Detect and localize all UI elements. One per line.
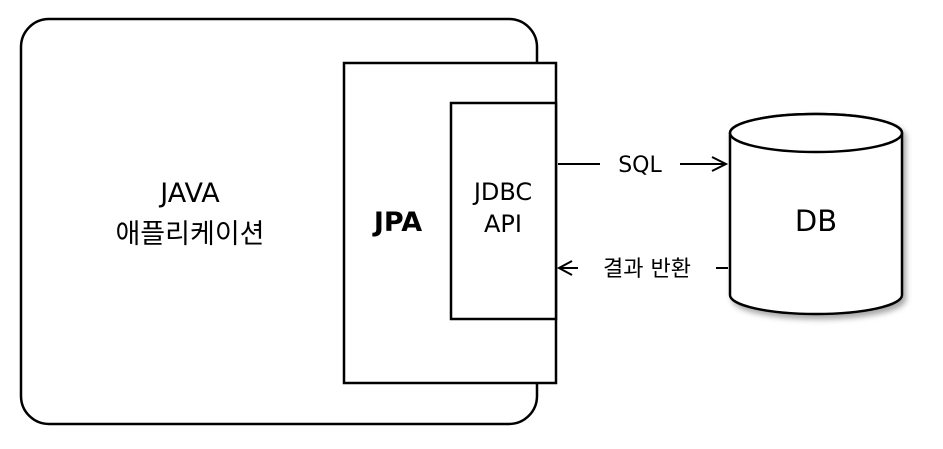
result-arrow	[556, 260, 728, 276]
sql-arrow	[558, 156, 729, 172]
sql-label: SQL	[618, 153, 662, 178]
jdbc-label-line2: API	[484, 210, 522, 238]
jdbc-label-line1: JDBC	[472, 178, 532, 206]
db-label: DB	[795, 204, 837, 238]
arrowhead-left-icon	[556, 260, 573, 276]
app-label-line1: JAVA	[158, 178, 220, 209]
jdbc-api-box	[449, 101, 558, 321]
result-label: 결과 반환	[603, 257, 691, 282]
arrowhead-right-icon	[711, 156, 729, 172]
app-label-line2: 애플리케이션	[115, 219, 264, 250]
database-cylinder-icon	[728, 112, 904, 316]
jpa-label: JPA	[372, 207, 422, 238]
